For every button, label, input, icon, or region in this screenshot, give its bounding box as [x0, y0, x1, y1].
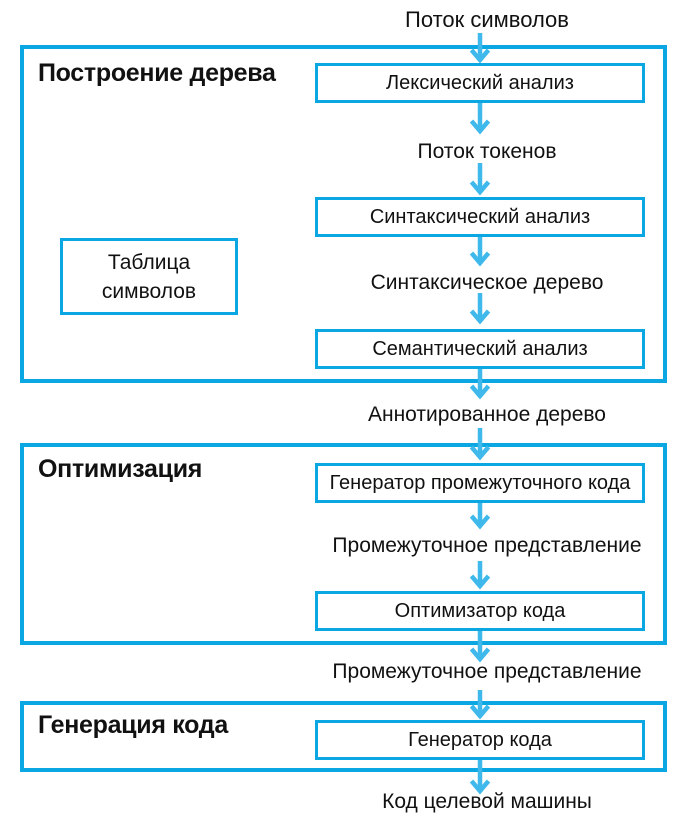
section-box-tree-building: [20, 45, 667, 383]
process-box-syntax-analysis: Синтаксический анализ: [315, 197, 645, 237]
process-box-label: Генератор промежуточного кода: [329, 471, 631, 494]
symbol-table-label-line1: Таблица: [107, 250, 191, 274]
process-box-intermediate-code-generator: Генератор промежуточного кода: [315, 463, 645, 503]
section-title-tree-building: Построение дерева: [38, 59, 276, 87]
process-box-label: Генератор кода: [408, 728, 552, 751]
process-box-code-optimizer: Оптимизатор кода: [315, 591, 645, 631]
process-box-lexical-analysis: Лексический анализ: [315, 63, 645, 103]
section-title-optimization: Оптимизация: [38, 455, 203, 483]
flow-label-intermediate-representation-2: Промежуточное представление: [332, 660, 642, 683]
process-box-label: Оптимизатор кода: [394, 599, 566, 622]
section-title-code-generation: Генерация кода: [38, 711, 228, 739]
process-box-label: Лексический анализ: [386, 71, 574, 94]
flow-label-annotated-tree: Аннотированное дерево: [367, 403, 606, 426]
flow-label-target-machine-code: Код целевой машины: [382, 790, 592, 813]
flow-label-token-stream: Поток токенов: [417, 140, 557, 163]
process-box-label: Семантический анализ: [372, 337, 588, 360]
section-box-code-generation: [20, 701, 667, 772]
symbol-table-label-line2: символов: [101, 279, 197, 303]
symbol-table-box: Таблица символов: [60, 238, 238, 315]
flow-label-character-stream: Поток символов: [405, 7, 569, 32]
process-box-semantic-analysis: Семантический анализ: [315, 329, 645, 369]
process-box-code-generator: Генератор кода: [315, 720, 645, 760]
flow-label-syntax-tree: Синтаксическое дерево: [370, 271, 604, 294]
process-box-label: Синтаксический анализ: [369, 205, 591, 228]
section-box-optimization: [20, 443, 667, 645]
flow-label-intermediate-representation-1: Промежуточное представление: [332, 534, 642, 557]
